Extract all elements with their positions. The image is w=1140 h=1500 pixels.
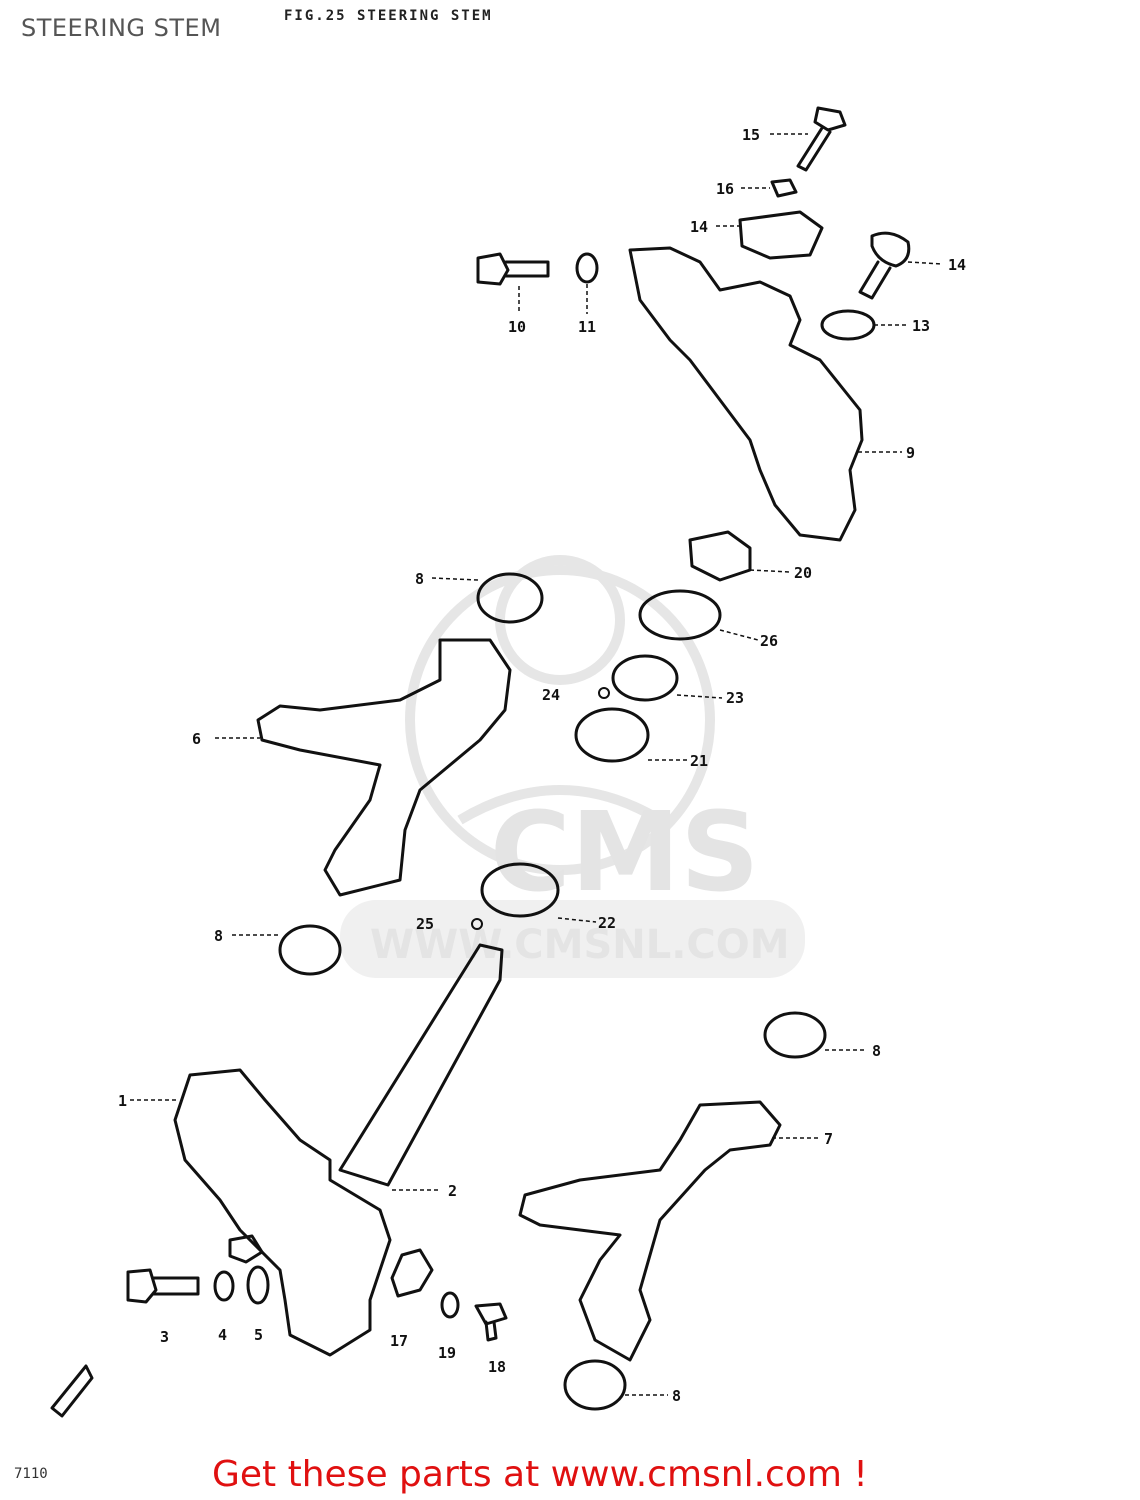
- page-title: STEERING STEM: [21, 14, 222, 42]
- callout-19: 19: [438, 1344, 456, 1362]
- part-19-washer: [440, 1291, 460, 1319]
- part-8-cap-right: [763, 1011, 827, 1059]
- part-6-bracket: [256, 638, 512, 897]
- callout-8-upper: 8: [415, 570, 424, 588]
- callout-2: 2: [448, 1182, 457, 1200]
- part-10-bolt: [476, 252, 550, 286]
- footer-parts-link[interactable]: Get these parts at www.cmsnl.com !: [212, 1454, 868, 1495]
- callout-6: 6: [192, 730, 201, 748]
- callout-15: 15: [742, 126, 760, 144]
- part-2-steering-stem: [338, 943, 504, 1187]
- part-24-ball: [598, 687, 610, 699]
- callout-1: 1: [118, 1092, 127, 1110]
- callout-17: 17: [390, 1332, 408, 1350]
- callout-13: 13: [912, 317, 930, 335]
- figure-header: FIG.25 STEERING STEM: [284, 8, 493, 24]
- part-1-lower-bracket: [173, 1068, 392, 1357]
- part-20-nut: [688, 530, 752, 582]
- watermark-url: WWW.CMSNL.COM: [370, 922, 790, 968]
- part-8-cap-left: [278, 924, 342, 976]
- part-11-washer: [575, 252, 599, 284]
- part-26-washer: [638, 589, 722, 641]
- callout-8-left: 8: [214, 927, 223, 945]
- part-17-clamp: [390, 1248, 434, 1298]
- callout-23: 23: [726, 689, 744, 707]
- part-16-nut: [770, 178, 798, 198]
- callout-11: 11: [578, 318, 596, 336]
- callout-14b: 14: [948, 256, 966, 274]
- part-5-washer: [246, 1265, 270, 1305]
- callout-14: 14: [690, 218, 708, 236]
- callout-4: 4: [218, 1326, 227, 1344]
- part-8-cap-lower: [563, 1359, 627, 1411]
- part-18-screw: [474, 1302, 508, 1342]
- callout-5: 5: [254, 1326, 263, 1344]
- part-8-cap-upper: [476, 572, 544, 624]
- callout-8-lower: 8: [672, 1387, 681, 1405]
- callout-21: 21: [690, 752, 708, 770]
- callout-22: 22: [598, 914, 616, 932]
- part-14-clamp: [738, 210, 824, 260]
- callout-7: 7: [824, 1130, 833, 1148]
- part-23-bearing: [611, 654, 679, 702]
- part-22-bearing: [480, 862, 560, 918]
- watermark: CMS WWW.CMSNL.COM: [340, 555, 805, 978]
- part-14-bolt: [858, 231, 911, 300]
- front-arrow-icon: [50, 1364, 94, 1418]
- part-4-washer: [213, 1270, 235, 1302]
- callout-24: 24: [542, 686, 560, 704]
- part-9-upper-bracket: [628, 246, 864, 542]
- callout-9: 9: [906, 444, 915, 462]
- callout-26: 26: [760, 632, 778, 650]
- part-5-clip: [228, 1234, 264, 1264]
- callout-3: 3: [160, 1328, 169, 1346]
- callout-20: 20: [794, 564, 812, 582]
- figure-code: 7110: [14, 1466, 48, 1482]
- leader-lines: [130, 133, 943, 1396]
- part-15-bolt: [796, 106, 847, 172]
- callout-18: 18: [488, 1358, 506, 1376]
- watermark-brand: CMS: [490, 788, 759, 916]
- part-25-ball: [471, 918, 483, 930]
- callout-16: 16: [716, 180, 734, 198]
- callout-25: 25: [416, 915, 434, 933]
- callout-labels: 15 16 14 14 13 10 11 9 20 26 24 23 21 8 …: [118, 126, 966, 1405]
- callout-8-right: 8: [872, 1042, 881, 1060]
- part-3-bolt: [126, 1268, 200, 1304]
- part-7-lower-right-bracket: [518, 1100, 782, 1362]
- part-13-washer: [820, 309, 876, 341]
- callout-10: 10: [508, 318, 526, 336]
- part-21-race: [574, 707, 650, 763]
